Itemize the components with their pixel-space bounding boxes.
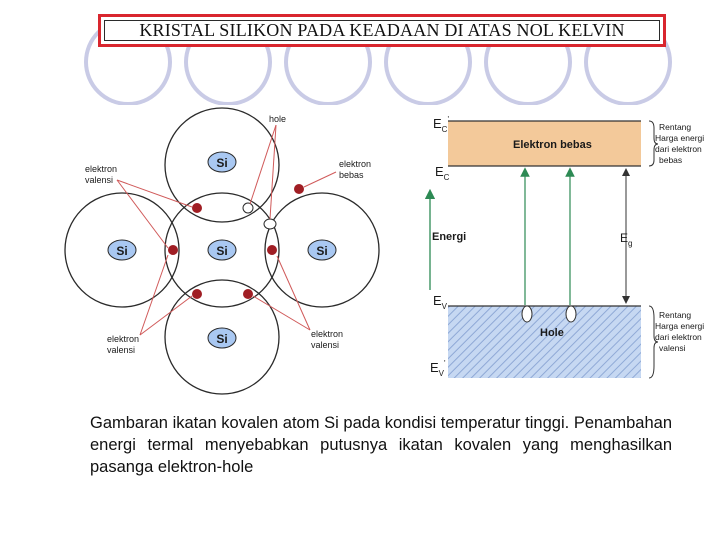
valence-electron (243, 289, 253, 299)
label-hole-band: Hole (540, 327, 564, 339)
rentang-bottom-line3: dari elektron (655, 332, 702, 342)
valence-band (448, 306, 641, 378)
atom-center: Si (208, 240, 236, 260)
atom-left: Si (108, 240, 136, 260)
atom-label: Si (216, 156, 227, 170)
label-elektron-valensi-3-line1: elektron (311, 329, 343, 339)
rentang-bottom-line4: valensi (659, 343, 686, 353)
valence-electron (192, 203, 202, 213)
caption: Gambaran ikatan kovalen atom Si pada kon… (90, 412, 672, 478)
rentang-top-line2: Harga energi (655, 133, 704, 143)
label-elektron-bebas-line2: bebas (339, 170, 364, 180)
atom-top: Si (208, 152, 236, 172)
label-elektron-valensi-1-line1: elektron (85, 164, 117, 174)
atom-bottom: Si (208, 328, 236, 348)
rentang-bottom-line2: Harga energi (655, 321, 704, 331)
label-elektron-valensi-2-line1: elektron (107, 334, 139, 344)
rentang-top-line1: Rentang (659, 122, 691, 132)
atom-label: Si (216, 332, 227, 346)
hole-marker (243, 203, 253, 213)
hole-marker (264, 219, 276, 229)
rentang-top-line4: bebas (659, 155, 682, 165)
valence-electron (192, 289, 202, 299)
diagram: Si Si Si Si Si hole (0, 0, 720, 400)
atom-label: Si (116, 244, 127, 258)
label-elektron-bebas-line1: elektron (339, 159, 371, 169)
label-elektron-valensi-2-line2: valensi (107, 345, 135, 355)
valence-electron (267, 245, 277, 255)
label-hole: hole (269, 114, 286, 124)
atom-right: Si (308, 240, 336, 260)
label-elektron-valensi-3-line2: valensi (311, 340, 339, 350)
atom-label: Si (316, 244, 327, 258)
atom-label: Si (216, 244, 227, 258)
hole-marker (566, 306, 576, 322)
free-electron (294, 184, 304, 194)
rentang-top-line3: dari elektron (655, 144, 702, 154)
label-energi: Energi (432, 231, 466, 243)
hole-marker (522, 306, 532, 322)
rentang-bottom-line1: Rentang (659, 310, 691, 320)
label-elektron-bebas: Elektron bebas (513, 139, 592, 151)
valence-electron (168, 245, 178, 255)
label-elektron-valensi-1-line2: valensi (85, 175, 113, 185)
